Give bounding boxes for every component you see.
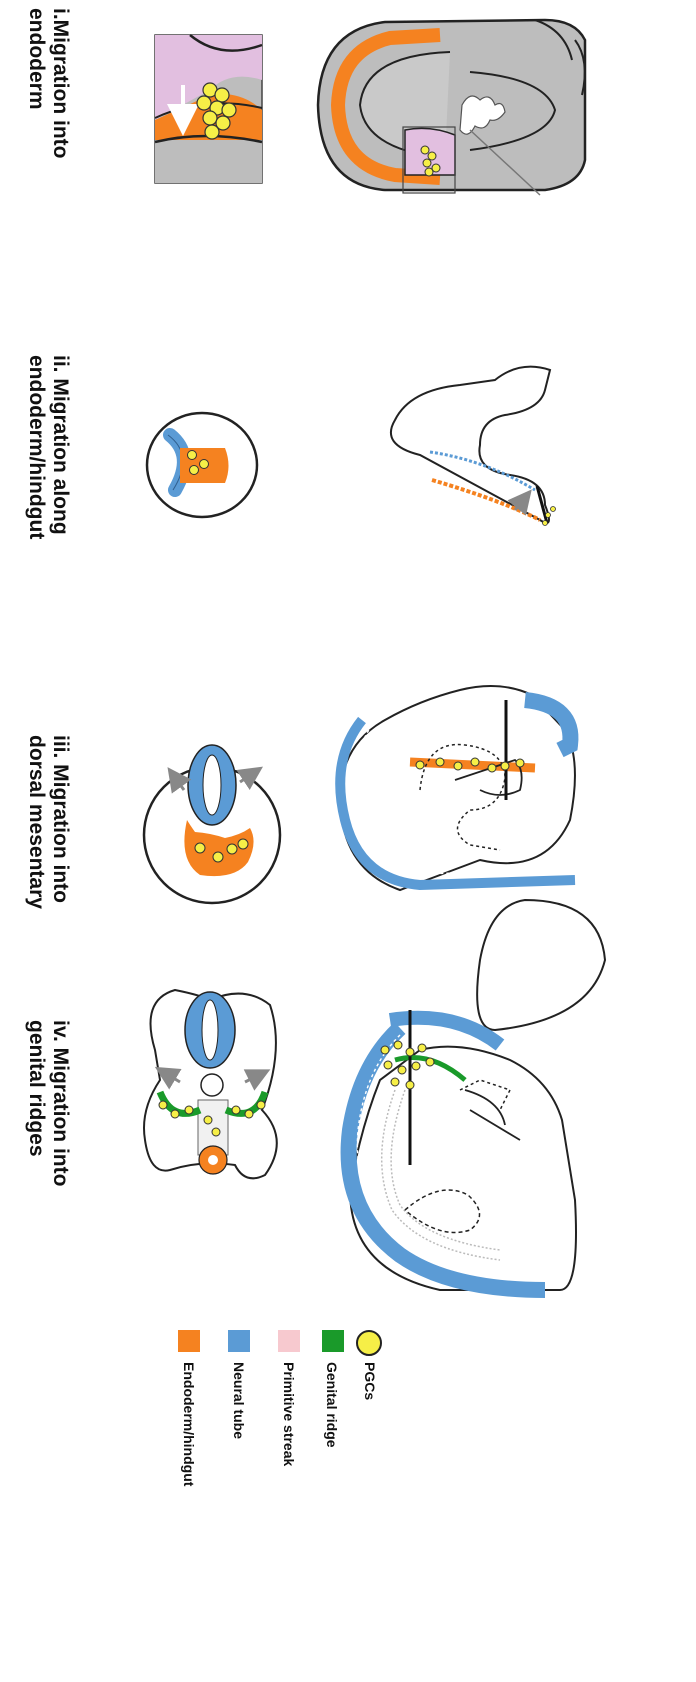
panel-iii-section bbox=[144, 745, 280, 903]
legend bbox=[178, 1330, 381, 1355]
legend-swatch-neural-tube bbox=[228, 1330, 250, 1352]
legend-swatch-endoderm-hindgut bbox=[178, 1330, 200, 1352]
panel-iv-title-line1: iv. Migration into bbox=[49, 1020, 72, 1186]
panel-iv-embryo bbox=[349, 900, 605, 1290]
panel-iii-title-line2: dorsal mesentary bbox=[25, 735, 48, 909]
legend-label-neural-tube: Neural tube bbox=[231, 1362, 247, 1439]
legend-swatch-primitive-streak bbox=[278, 1330, 300, 1352]
panel-iv-section bbox=[144, 990, 277, 1178]
legend-label-endoderm-hindgut: Endoderm/hindgut bbox=[181, 1362, 197, 1486]
panel-ii-embryo bbox=[391, 367, 556, 526]
legend-label-primitive-streak: Primitive streak bbox=[281, 1362, 297, 1466]
panel-iv-title-line2: genital ridges bbox=[25, 1020, 48, 1157]
panel-i-embryo bbox=[318, 20, 585, 195]
panel-iii-title-line1: iii. Migration into bbox=[49, 735, 72, 903]
panel-i-inset bbox=[155, 35, 262, 183]
panel-i-title: i.Migration into endoderm bbox=[24, 8, 72, 158]
panel-iii-embryo bbox=[340, 686, 575, 890]
legend-swatch-pgcs bbox=[357, 1331, 381, 1355]
panel-ii-title: ii. Migration along endoderm/hindgut bbox=[24, 355, 72, 539]
legend-swatch-genital-ridge bbox=[322, 1330, 344, 1352]
panel-ii-section bbox=[147, 413, 257, 517]
panel-iii-title: iii. Migration into dorsal mesentary bbox=[24, 735, 72, 909]
panel-i-title-line2: endoderm bbox=[25, 8, 48, 110]
panel-iv-title: iv. Migration into genital ridges bbox=[24, 1020, 72, 1186]
legend-label-pgcs: PGCs bbox=[362, 1362, 378, 1400]
panel-ii-title-line2: endoderm/hindgut bbox=[25, 355, 48, 539]
panel-i-title-line1: i.Migration into bbox=[49, 8, 72, 158]
legend-label-genital-ridge: Genital ridge bbox=[324, 1362, 340, 1448]
panel-ii-title-line1: ii. Migration along bbox=[49, 355, 72, 535]
